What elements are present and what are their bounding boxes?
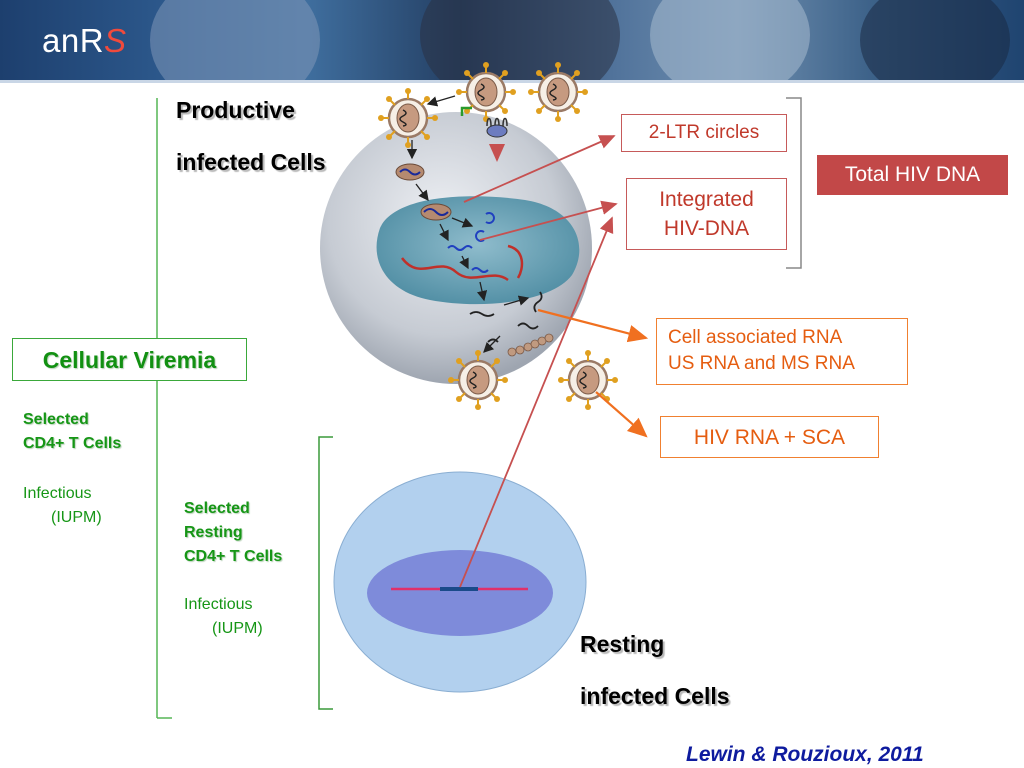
total-hiv-dna-box: Total HIV DNA [817, 155, 1008, 195]
lifecycle-arrows [406, 95, 530, 353]
total-dna-bracket [786, 97, 802, 269]
hiv-rna-sca-box: HIV RNA + SCA [660, 416, 879, 458]
rna-transcript-3 [517, 322, 539, 330]
nuclear-dna [471, 267, 489, 273]
integrated-provirus [401, 257, 509, 282]
citation: Lewin & Rouzioux, 2011 [686, 743, 924, 766]
circular-dna [475, 212, 495, 242]
arrow-resting-to-integrated [459, 216, 614, 588]
left-iupm: (IUPM) [51, 509, 102, 526]
anrs-logo[interactable]: anRS [42, 22, 127, 59]
rna-transcript-2 [533, 291, 543, 313]
coreceptor [486, 117, 508, 127]
integrated-hiv-dna-box: Integrated HIV-DNA [626, 178, 787, 250]
banner-photo-1 [150, 0, 320, 82]
virion-top [454, 60, 518, 124]
cell-rna-line2: US RNA and MS RNA [668, 353, 855, 374]
middle-selected-line3: CD4+ T Cells [184, 548, 283, 565]
rtc-1-dna [399, 168, 421, 176]
banner-divider [0, 80, 1024, 83]
arrow-to-hiv-rna [595, 391, 648, 438]
virion-released [556, 348, 620, 412]
banner-photo-3 [650, 0, 810, 82]
cell-rna-line1: Cell associated RNA [668, 327, 843, 348]
resting-title-line1: Resting [580, 631, 665, 657]
cell-associated-rna-box: Cell associated RNA US RNA and MS RNA [656, 318, 908, 385]
virion-entering [376, 86, 440, 150]
fusion-complex [486, 124, 508, 138]
virion-budding [446, 348, 510, 412]
productive-title-line1: Productive [176, 97, 295, 123]
arrow-to-cell-rna [537, 308, 649, 343]
virion-top-right [526, 60, 590, 124]
integrated-line2: HIV-DNA [663, 217, 750, 240]
productive-title-line2: infected Cells [176, 149, 326, 175]
left-infectious: Infectious [23, 485, 92, 502]
middle-iupm: (IUPM) [212, 620, 263, 637]
middle-selected-line2: Resting [184, 524, 243, 541]
rtc-2-dna [423, 208, 449, 216]
polyprotein-chain [507, 333, 554, 357]
left-selected-line2: CD4+ T Cells [23, 435, 122, 452]
header-banner: anRS [0, 0, 1024, 82]
arrow-to-2ltr [463, 135, 616, 203]
nucleus [376, 196, 580, 305]
cd4-receptor [460, 106, 472, 116]
resting-nucleus [367, 550, 553, 636]
banner-photo-4 [860, 0, 1010, 82]
resting-bracket [318, 436, 333, 710]
integrated-line1: Integrated [659, 188, 754, 211]
middle-selected-line1: Selected [184, 500, 250, 517]
rna-transcript-1 [469, 311, 495, 317]
host-dna [507, 244, 524, 279]
middle-infectious: Infectious [184, 596, 253, 613]
banner-photo-2 [420, 0, 620, 82]
arrow-to-integrated [479, 200, 618, 241]
two-ltr-circles-box: 2-LTR circles [621, 114, 787, 152]
left-selected-line1: Selected [23, 411, 89, 428]
pre-integration-dna [447, 245, 473, 251]
rna-transcript-4 [487, 338, 499, 343]
cellular-viremia-box: Cellular Viremia [12, 338, 247, 381]
resting-title-line2: infected Cells [580, 683, 730, 709]
